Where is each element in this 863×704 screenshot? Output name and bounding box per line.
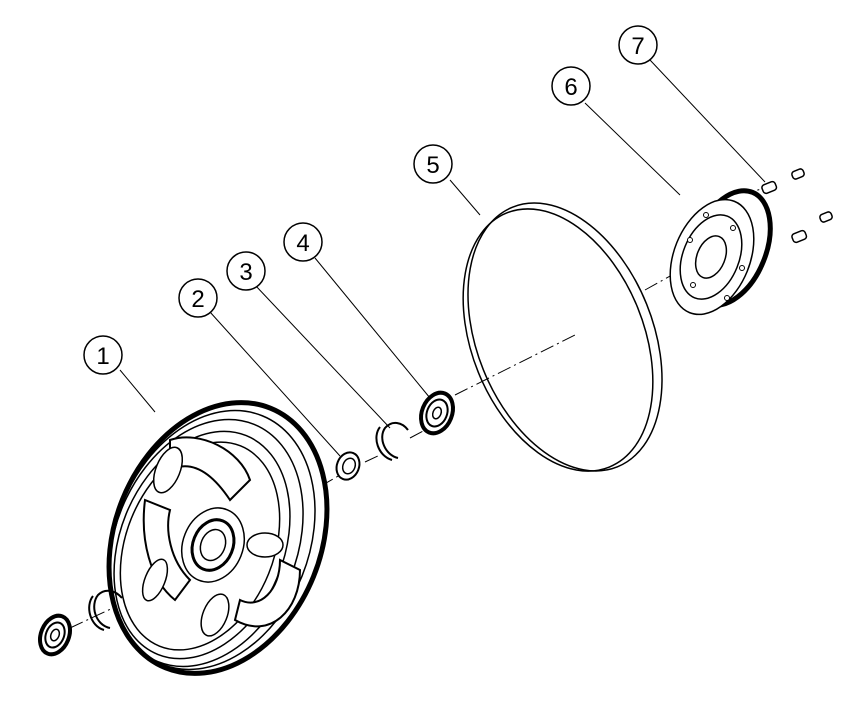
svg-text:6: 6 [564, 74, 577, 101]
svg-text:7: 7 [631, 33, 644, 60]
svg-text:4: 4 [296, 230, 309, 257]
hub-flange [669, 188, 773, 316]
retaining-clip-lower [88, 589, 123, 631]
leader-lines [119, 59, 766, 457]
pulley-wheel [106, 400, 330, 676]
screws [761, 168, 833, 244]
screw [761, 180, 778, 195]
svg-text:1: 1 [96, 343, 109, 370]
callouts: 1 2 3 4 5 6 7 [83, 25, 658, 375]
svg-text:5: 5 [426, 152, 439, 179]
callout-6: 6 [551, 66, 591, 106]
bearing-lower [38, 613, 72, 657]
bearing [419, 390, 455, 436]
retaining-clip [375, 422, 409, 461]
svg-text:3: 3 [239, 259, 252, 286]
callout-2: 2 [178, 278, 218, 318]
svg-text:2: 2 [191, 286, 204, 313]
spacer-washer [335, 451, 361, 481]
callout-5: 5 [413, 144, 453, 184]
callout-7: 7 [618, 25, 658, 65]
screw [819, 211, 833, 223]
callout-4: 4 [283, 222, 323, 262]
screw [791, 229, 808, 244]
callout-1: 1 [83, 335, 123, 375]
belt-ring [462, 202, 663, 472]
screw [791, 168, 805, 180]
callout-3: 3 [226, 251, 266, 291]
